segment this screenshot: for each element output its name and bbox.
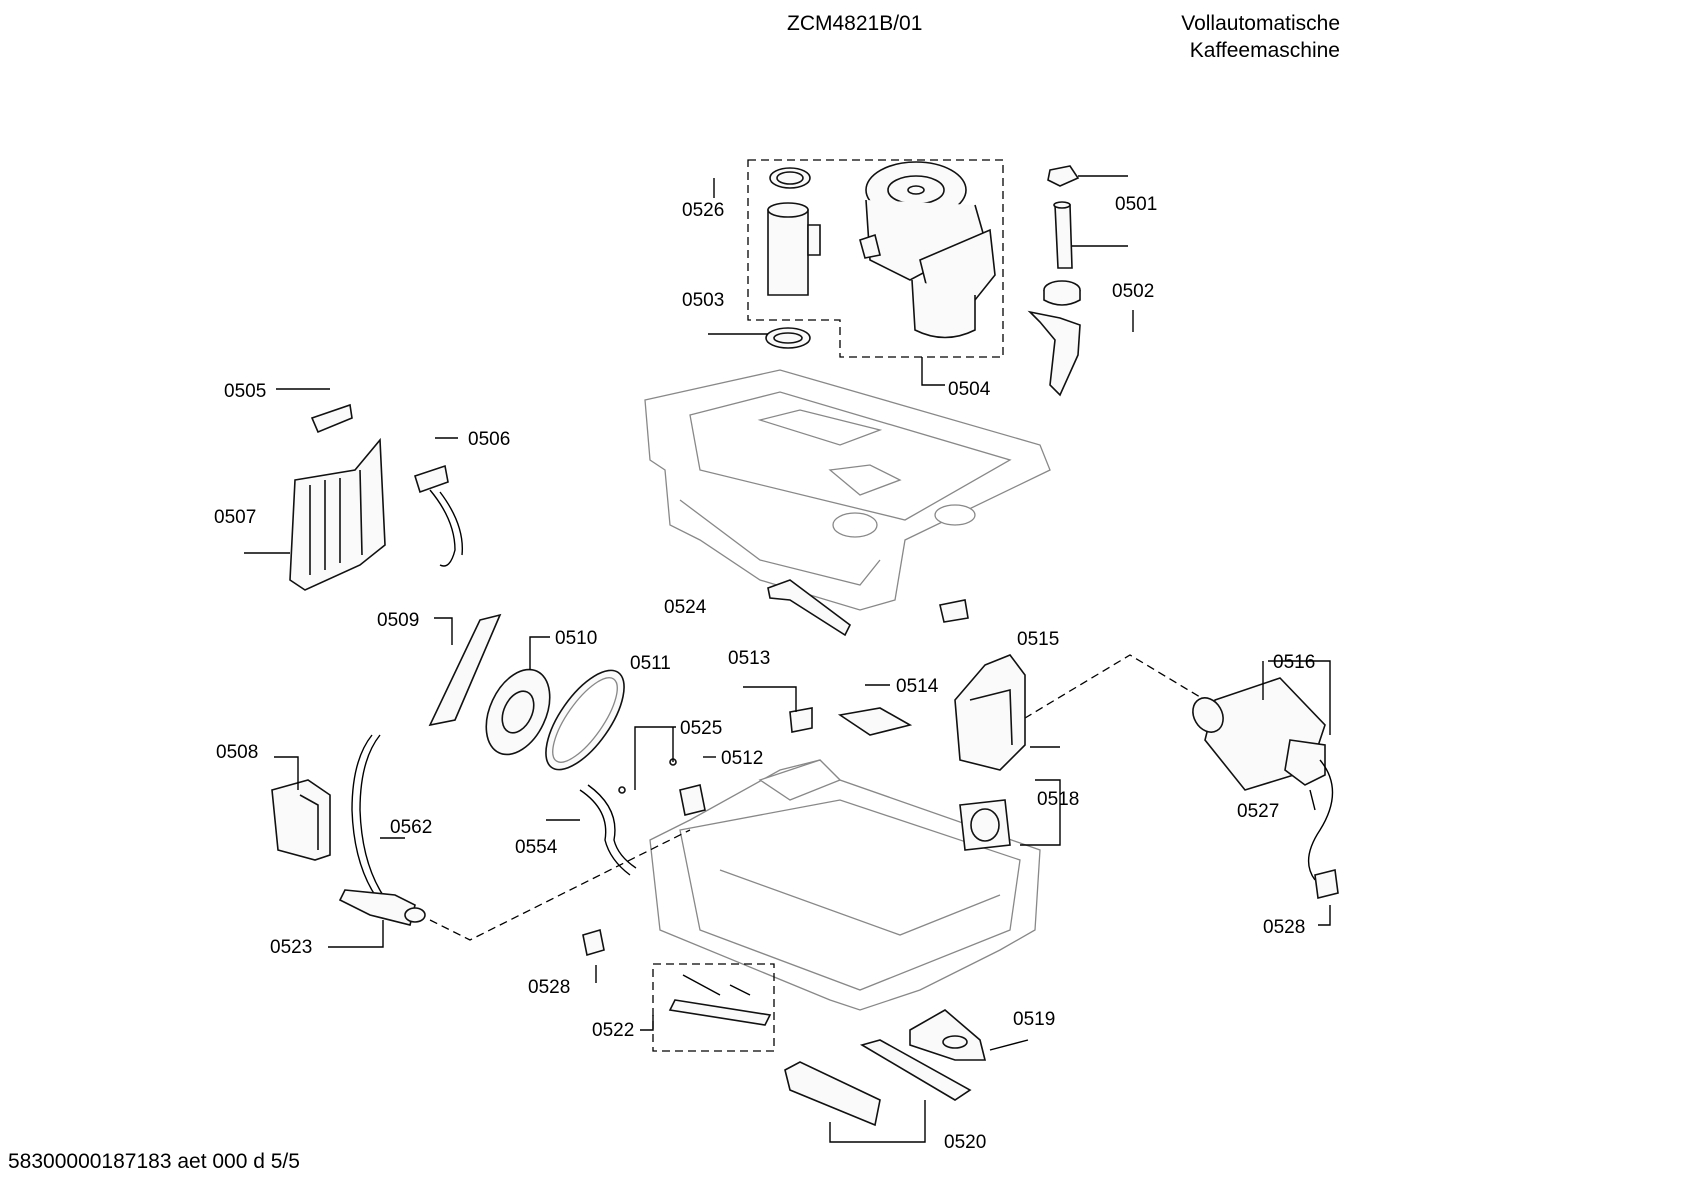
leader-lines xyxy=(244,175,1331,1143)
callout-0520: 0520 xyxy=(944,1132,986,1153)
callout-0513: 0513 xyxy=(728,648,770,669)
part-0526-seal xyxy=(769,167,811,189)
part-0501-knob xyxy=(1047,165,1080,187)
callout-0515: 0515 xyxy=(1017,629,1059,650)
callout-labels: 0501 0502 0503 0504 0505 0506 0507 0508 … xyxy=(214,194,1315,1153)
part-0503-ring xyxy=(765,327,811,349)
part-cylinder xyxy=(767,202,821,296)
part-0506-connector xyxy=(414,464,464,567)
part-0524-bracket xyxy=(767,579,852,637)
callout-0528-right: 0528 xyxy=(1263,917,1305,938)
part-small-block xyxy=(939,599,969,623)
axis-line-valve xyxy=(429,829,691,941)
callout-0506: 0506 xyxy=(468,429,510,450)
part-0523-valve xyxy=(338,889,426,926)
part-0554-hose xyxy=(579,784,637,876)
callout-0522: 0522 xyxy=(592,1020,634,1041)
callout-0503: 0503 xyxy=(682,290,724,311)
model-number: ZCM4821B/01 xyxy=(787,12,923,35)
callout-0502: 0502 xyxy=(1112,281,1154,302)
callout-0514: 0514 xyxy=(896,676,939,697)
part-0512-clip xyxy=(679,784,706,816)
callout-0508: 0508 xyxy=(216,742,258,763)
callout-0505: 0505 xyxy=(224,381,266,402)
part-0528-switch-right xyxy=(1314,869,1339,899)
part-0510-pulley xyxy=(485,668,551,756)
callout-0519: 0519 xyxy=(1013,1009,1055,1030)
callout-0504: 0504 xyxy=(948,379,991,400)
callout-0562: 0562 xyxy=(390,817,432,838)
product-title-line1: Vollautomatische xyxy=(1181,12,1340,35)
callout-0516: 0516 xyxy=(1273,652,1315,673)
part-0519-cover xyxy=(909,1009,987,1061)
part-0516-motor xyxy=(1192,677,1326,791)
part-0525-screws xyxy=(618,758,677,794)
part-0515-housing xyxy=(954,654,1026,771)
part-0504-grinder xyxy=(859,161,996,339)
callout-0528-left: 0528 xyxy=(528,977,570,998)
callout-0512: 0512 xyxy=(721,748,763,769)
callout-0507: 0507 xyxy=(214,507,256,528)
part-0522-lever xyxy=(668,974,772,1026)
part-0513-plate xyxy=(789,707,813,733)
part-0507-housing xyxy=(289,437,386,591)
product-title: Vollautomatische Kaffeemaschine xyxy=(1080,10,1340,64)
part-0518-fan xyxy=(959,799,1011,851)
axis-line-motor xyxy=(979,654,1206,746)
callout-0511: 0511 xyxy=(630,653,671,674)
part-0527-cable xyxy=(1307,759,1334,881)
callout-0509: 0509 xyxy=(377,610,419,631)
callout-0501: 0501 xyxy=(1115,194,1157,215)
part-0502-shaft xyxy=(1027,201,1081,397)
part-0505-clip xyxy=(310,403,353,434)
callout-0525: 0525 xyxy=(680,718,722,739)
callout-0524: 0524 xyxy=(664,597,707,618)
callout-0518: 0518 xyxy=(1037,789,1079,810)
part-0562-hose xyxy=(351,734,391,906)
base-frame-ghost xyxy=(644,369,1051,611)
group-box-brewer xyxy=(747,159,1004,358)
part-0520-rail-lower xyxy=(784,1061,881,1127)
part-0528-switch-left xyxy=(582,928,605,957)
part-0511-belt xyxy=(545,669,625,771)
product-title-line2: Kaffeemaschine xyxy=(1189,39,1340,62)
document-number: 58300000187183 aet 000 d 5/5 xyxy=(8,1150,300,1173)
part-0514-plate xyxy=(837,707,913,736)
callout-0527: 0527 xyxy=(1237,801,1279,822)
part-0520-rail-upper xyxy=(859,1039,972,1101)
callout-0526: 0526 xyxy=(682,200,724,221)
part-0509-arm xyxy=(428,613,502,727)
part-0508-box xyxy=(271,779,331,861)
callout-0554: 0554 xyxy=(515,837,558,858)
callout-0510: 0510 xyxy=(555,628,597,649)
callout-0523: 0523 xyxy=(270,937,312,958)
lower-chassis-ghost xyxy=(649,759,1041,1011)
